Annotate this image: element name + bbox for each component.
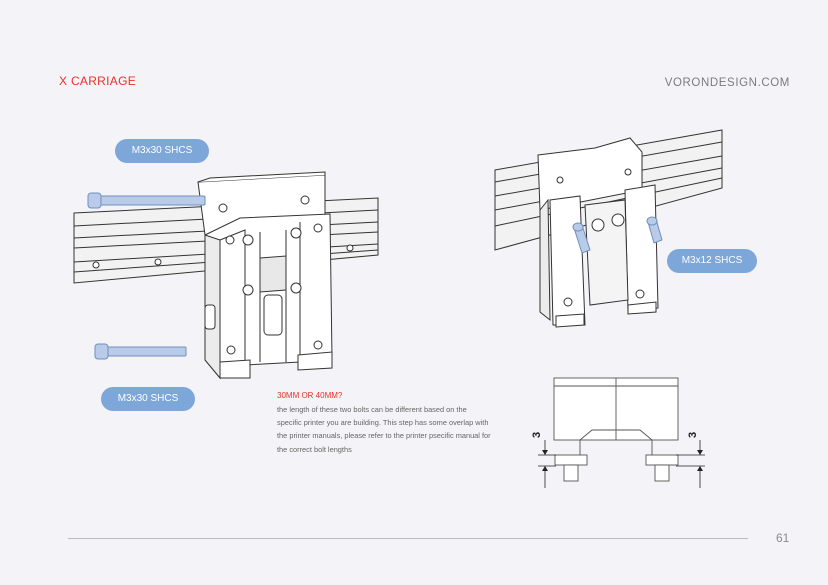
note-body: the length of these two bolts can be dif… <box>277 405 491 454</box>
note-heading: 30MM OR 40MM? <box>277 391 343 400</box>
dimension-left: 3 <box>531 432 543 438</box>
footer-divider <box>68 538 748 539</box>
page-number: 61 <box>776 531 790 545</box>
dimension-right: 3 <box>687 432 699 438</box>
callout-m3x12: M3x12 SHCS <box>667 249 757 273</box>
callout-m3x30-bottom: M3x30 SHCS <box>101 387 195 411</box>
site-url: VORONDESIGN.COM <box>664 77 790 89</box>
section-title: X CARRIAGE <box>59 74 137 88</box>
callout-m3x30-top: M3x30 SHCS <box>115 139 209 163</box>
